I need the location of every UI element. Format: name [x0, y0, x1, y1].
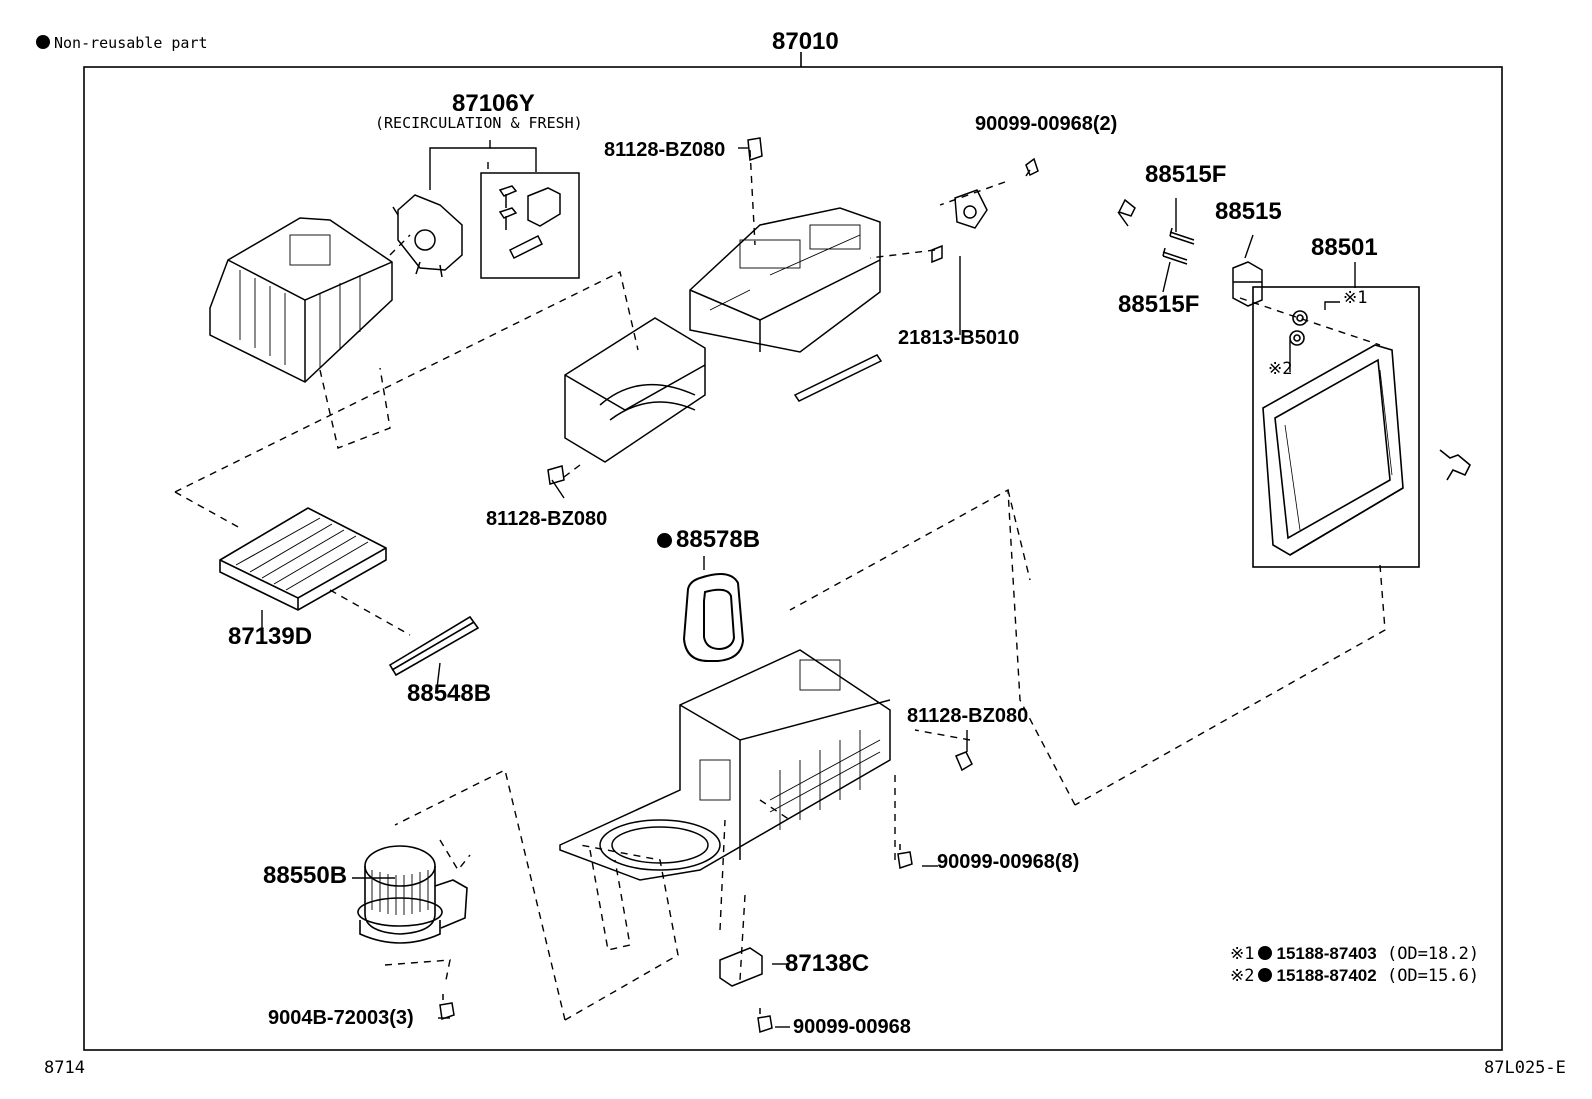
footer-right: 87L025-E: [1484, 1058, 1566, 1078]
part-90099-single: 90099-00968: [793, 1016, 911, 1038]
assembly-frame: [83, 66, 1503, 1051]
assembly-number: 87010: [772, 28, 839, 55]
legend: Non-reusable part: [36, 35, 208, 51]
part-81128-right: 81128-BZ080: [907, 705, 1029, 727]
part-21813: 21813-B5010: [898, 327, 1020, 349]
assembly-lines: [174, 149, 1386, 1021]
cabin-filter-87139D: [219, 507, 387, 611]
part-88515F-bottom: 88515F: [1118, 291, 1200, 318]
ref-marker-1: ※1: [1343, 288, 1368, 308]
non-reusable-marker-icon: [657, 533, 672, 548]
part-87139D: 87139D: [228, 623, 313, 650]
legend-text: Non-reusable part: [54, 34, 208, 52]
blower-motor-88550B: [357, 845, 468, 944]
part-87106Y: 87106Y: [452, 90, 535, 117]
part-90099-8: 90099-00968(8): [937, 851, 1080, 873]
seal-88578B: [682, 573, 745, 662]
ref-marker-2: ※2: [1268, 359, 1293, 379]
part-9004B: 9004B-72003(3): [268, 1007, 414, 1029]
non-reusable-marker-icon: [1258, 946, 1273, 960]
part-88548B: 88548B: [407, 680, 492, 707]
footer-left: 8714: [44, 1058, 85, 1078]
expansion-valve-88515: [1117, 198, 1263, 307]
part-88550B: 88550B: [263, 862, 348, 889]
part-87106Y-note: (RECIRCULATION & FRESH): [375, 114, 583, 132]
evaporator-88501: [1252, 286, 1471, 568]
filter-cover-88548B: [388, 615, 480, 677]
non-reusable-marker-icon: [1258, 968, 1273, 982]
part-90099-2: 90099-00968(2): [975, 113, 1118, 135]
part-88515: 88515: [1215, 198, 1282, 225]
part-81128-top: 81128-BZ080: [604, 139, 726, 161]
upper-case: [547, 137, 1039, 485]
part-88578B: 88578B: [657, 528, 760, 552]
servo-motor-87106Y: [392, 194, 463, 278]
part-87138C: 87138C: [785, 950, 870, 977]
intake-housing: [209, 217, 393, 383]
part-81128-middle: 81128-BZ080: [486, 508, 608, 530]
servo-kit-box: [480, 172, 580, 279]
part-88501: 88501: [1311, 234, 1378, 261]
part-88515F-top: 88515F: [1145, 161, 1227, 188]
lower-case: [439, 649, 973, 1033]
non-reusable-marker-icon: [36, 35, 50, 49]
leader-lines: [261, 140, 1356, 1028]
